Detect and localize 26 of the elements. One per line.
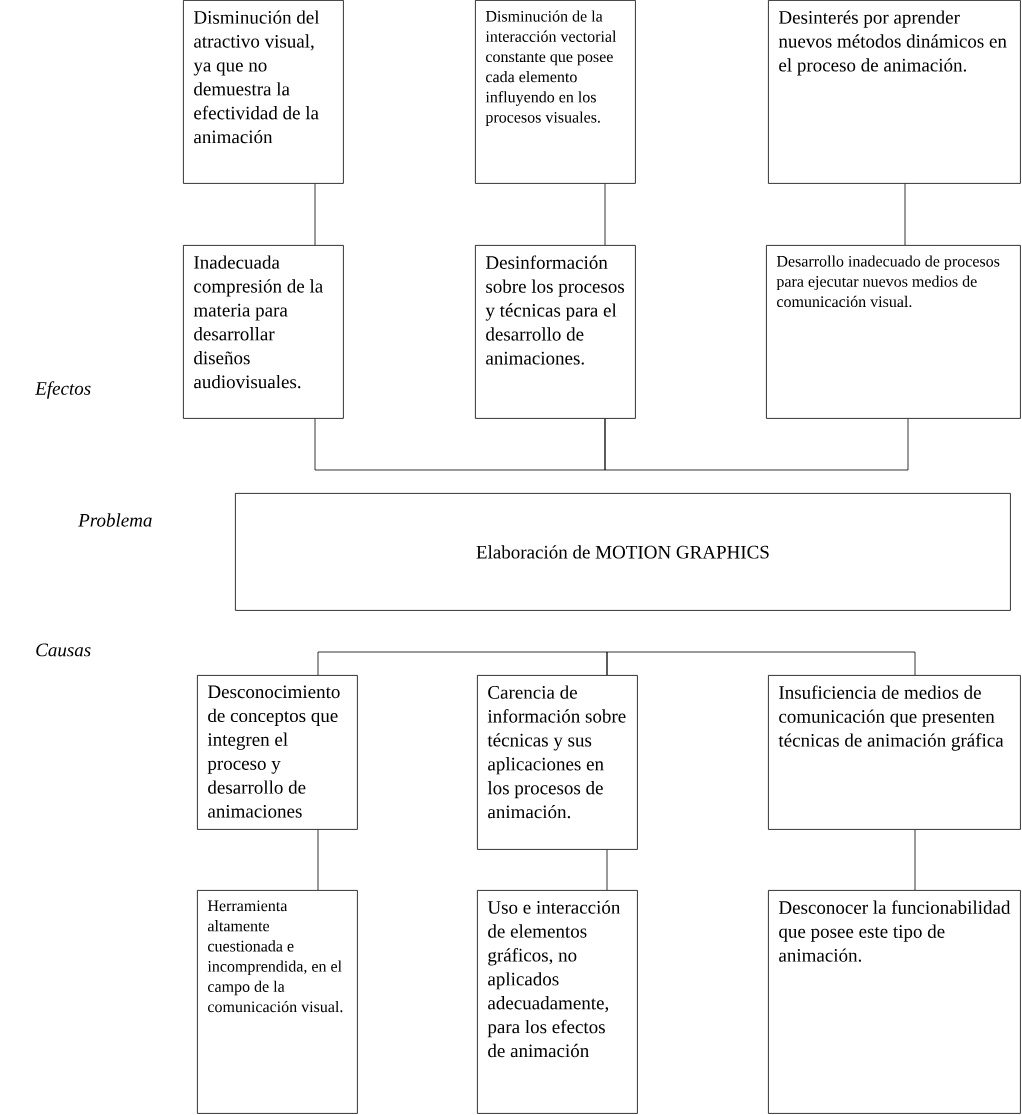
connector-line <box>604 418 909 471</box>
connector-line <box>317 829 319 891</box>
connector-line <box>317 651 608 676</box>
text-box: Insuficiencia de medios de comunicación que presenten técnicas de animación gráfica <box>768 675 1021 830</box>
text-box: Desinformación sobre los procesos y técnicas para el desarrollo de animaciones. <box>475 245 636 419</box>
connector-line <box>314 183 316 246</box>
text-box: Uso e interacción de elementos gráficos, no aplicados adecuadamente, para los efectos de animación <box>477 890 638 1114</box>
connector-line <box>606 651 916 676</box>
text-box: Desconocer la funcionabilidad que posee este tipo de animación. <box>768 890 1021 1114</box>
problem-box: Elaboración de MOTION GRAPHICS <box>235 493 1011 611</box>
connector-line <box>604 183 606 246</box>
text-box: Disminución de la interacción vectorial constante que posee cada elemento influyendo en los procesos visuales. <box>475 0 636 184</box>
text-box: Desinterés por aprender nuevos métodos dinámicos en el proceso de animación. <box>768 0 1021 184</box>
row-label: Problema <box>78 513 152 527</box>
text-box: Inadecuada compresión de la materia para desarrollar diseños audiovisuales. <box>183 245 344 419</box>
text-box: Desconocimiento de conceptos que integren el proceso y desarrollo de animaciones <box>197 675 358 830</box>
connector-line <box>904 183 906 246</box>
text-box: Carencia de información sobre técnicas y sus aplicaciones en los procesos de animación. <box>477 675 638 850</box>
text-box: Disminución del atractivo visual, ya que no demuestra la efectividad de la animación <box>183 0 344 184</box>
row-label: Efectos <box>35 381 91 399</box>
connector-line <box>606 849 608 891</box>
connector-line <box>914 829 916 891</box>
text-box: Herramienta altamente cuestionada e incomprendida, en el campo de la comunicación visual. <box>197 890 358 1114</box>
row-label: Causas <box>36 643 91 657</box>
text-box: Desarrollo inadecuado de procesos para ejecutar nuevos medios de comunicación visual. <box>766 245 1021 419</box>
connector-line <box>314 418 606 471</box>
